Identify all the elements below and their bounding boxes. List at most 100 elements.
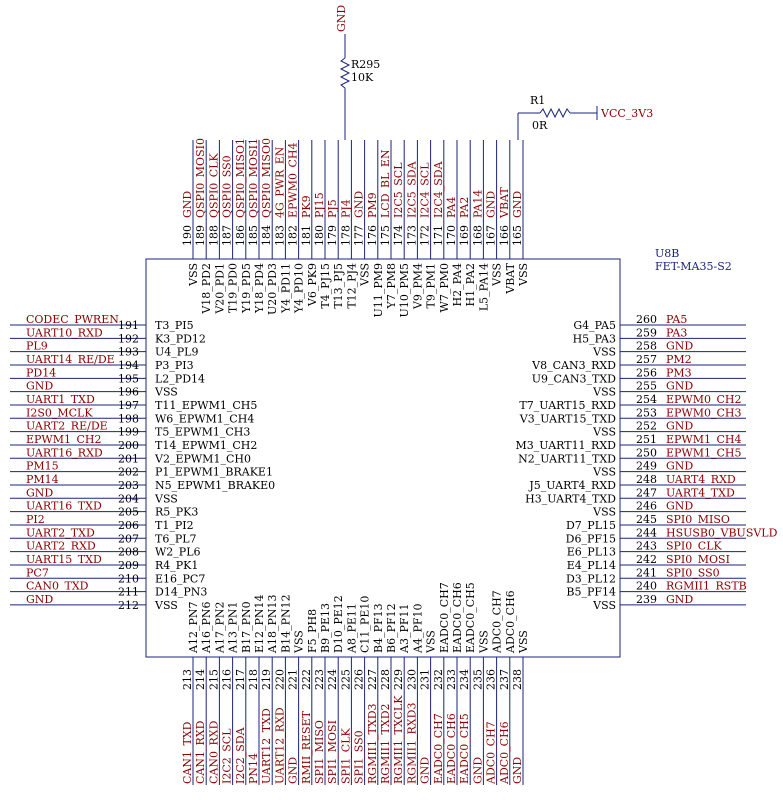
top-pin-number: 177 <box>353 225 366 246</box>
bottom-pin-number: 221 <box>287 669 300 690</box>
top-pin-net: PK9 <box>300 195 313 218</box>
left-pin-net: PM15 <box>26 460 59 473</box>
top-pin-number: 165 <box>511 225 524 246</box>
right-pin-inner: T7_UART15_RXD <box>519 399 616 412</box>
top-pin-inner: VSS <box>517 263 530 287</box>
top-pin-number: 168 <box>471 225 484 246</box>
bottom-pin-net: SPI1_CLK <box>339 727 352 784</box>
bottom-pin-net: RGMII1_TXCLK <box>392 695 405 784</box>
bottom-pin-number: 227 <box>366 669 379 690</box>
top-pin-number: 183 <box>273 225 286 246</box>
bottom-pin-number: 236 <box>485 669 498 690</box>
bottom-pin-inner: B4_PF13 <box>372 603 385 653</box>
top-pin-net: PJ5 <box>326 199 339 218</box>
top-pin-number: 190 <box>181 225 194 246</box>
bottom-pin-net: RGMII1_TXD2 <box>379 703 392 784</box>
left-pin-net: I2S0_MCLK <box>26 406 93 419</box>
right-pin-inner: VSS <box>592 426 616 439</box>
left-pin-number: 202 <box>118 466 139 479</box>
right-pin-net: SPI0_MOSI <box>666 553 730 566</box>
top-pin-net: PA14 <box>471 190 484 218</box>
bottom-pin-inner: A13_PN1 <box>227 602 240 654</box>
top-pin-number: 182 <box>287 225 300 246</box>
top-pin-net: GND <box>511 191 524 218</box>
left-pin-number: 200 <box>118 439 139 452</box>
bottom-pin-net: SPI1_SS0 <box>353 730 366 784</box>
top-pin-number: 174 <box>392 225 405 246</box>
bottom-pin-inner: A4_PF10 <box>411 604 424 654</box>
bottom-pin-inner: B14_PN12 <box>279 594 292 653</box>
bottom-pin-inner: EADC0_CH5 <box>464 582 477 653</box>
top-pin-net: PA4 <box>445 197 458 218</box>
left-pin-net: CAN0_TXD <box>26 580 89 593</box>
left-pin-number: 203 <box>118 479 139 492</box>
top-pin-net: VBAT <box>498 187 511 219</box>
top-pin-number: 186 <box>234 225 247 246</box>
right-pin-net: GND <box>666 593 693 606</box>
right-pin-number: 248 <box>636 473 657 486</box>
right-pin-number: 244 <box>636 526 657 539</box>
bottom-pin-net: I2C2_SCL <box>221 728 234 784</box>
top-pin-net: I2C4_SDA <box>432 160 445 218</box>
top-pin-net: LCD_BL_EN <box>379 149 392 218</box>
right-pin-net: EPWM0_CH2 <box>666 393 742 406</box>
bottom-pin-inner: E12_PN14 <box>253 594 266 653</box>
right-pin-inner: VSS <box>592 506 616 519</box>
right-pin-inner: G4_PA5 <box>573 319 616 332</box>
right-pin-inner: D3_PL12 <box>566 572 616 585</box>
right-pin-number: 256 <box>636 366 657 379</box>
top-pin-inner: T13_PJ5 <box>332 263 345 309</box>
left-pin-net: PM14 <box>26 473 59 486</box>
left-pin-number: 206 <box>118 519 139 532</box>
bottom-pin-net: EADC0_CH7 <box>432 713 445 784</box>
left-pin-net: UART2_TXD <box>26 526 95 539</box>
left-pin-number: 201 <box>118 452 139 465</box>
bottom-pin-inner: ADC0_CH7 <box>491 590 504 654</box>
r1-resistor <box>539 107 571 119</box>
bottom-pin-inner: C11_PE10 <box>359 596 372 653</box>
top-pin-net: I2C4_SCL <box>419 162 432 218</box>
right-pin-number: 243 <box>636 540 657 553</box>
top-pin-inner: V9_PM4 <box>411 263 424 310</box>
left-pin-inner: D14_PN3 <box>155 586 207 599</box>
right-pin-net: GND <box>666 420 693 433</box>
top-pin-inner: V20_PD1 <box>213 263 226 315</box>
left-pin-net: PD14 <box>26 366 56 379</box>
left-pin-number: 196 <box>118 386 139 399</box>
right-pin-net: EPWM1_CH5 <box>666 446 742 459</box>
right-pin-inner: VSS <box>592 466 616 479</box>
bottom-pin-inner: B6_PF12 <box>385 603 398 653</box>
top-pin-net: QSPI0_CLK <box>207 152 220 218</box>
right-pin-inner: D6_PF15 <box>566 532 616 545</box>
left-pin-inner: R4_PK1 <box>155 559 198 572</box>
bottom-pin-net: ADC0_CH7 <box>485 721 498 785</box>
bottom-pin-inner: A17_PN2 <box>213 602 226 654</box>
left-pin-inner: U4_PL9 <box>155 346 198 359</box>
top-pin-inner: L5_PA14 <box>477 263 490 311</box>
right-pin-net: PA5 <box>666 313 687 326</box>
top-pin-inner: Y7_PM8 <box>385 263 398 309</box>
top-pin-inner: T9_PM1 <box>425 263 438 309</box>
top-pin-number: 178 <box>339 225 352 246</box>
component-refdes: U8B <box>655 247 679 260</box>
bottom-pin-inner: B17_PN0 <box>240 601 253 653</box>
right-pin-number: 239 <box>636 593 657 606</box>
left-pin-number: 192 <box>118 332 139 345</box>
bottom-pin-number: 232 <box>432 669 445 690</box>
top-pin-number: 172 <box>419 225 432 246</box>
left-pin-number: 194 <box>118 359 139 372</box>
bottom-pin-number: 235 <box>471 669 484 690</box>
bottom-pin-net: CAN1_TXD <box>181 721 194 784</box>
right-pin-net: EPWM1_CH4 <box>666 433 742 446</box>
bottom-pin-inner: A18_PN13 <box>266 595 279 654</box>
left-pin-number: 212 <box>118 599 139 612</box>
top-pin-net: GND <box>485 191 498 218</box>
top-pin-inner: H2_PA4 <box>451 263 464 306</box>
right-pin-inner: E6_PL13 <box>567 546 616 559</box>
left-pin-net: CODEC_PWREN <box>26 313 119 326</box>
bottom-pin-number: 215 <box>207 669 220 690</box>
top-pin-inner: U20_PD3 <box>266 263 279 315</box>
left-pin-inner: T14_EPWM1_CH2 <box>155 439 257 452</box>
left-pin-number: 205 <box>118 506 139 519</box>
